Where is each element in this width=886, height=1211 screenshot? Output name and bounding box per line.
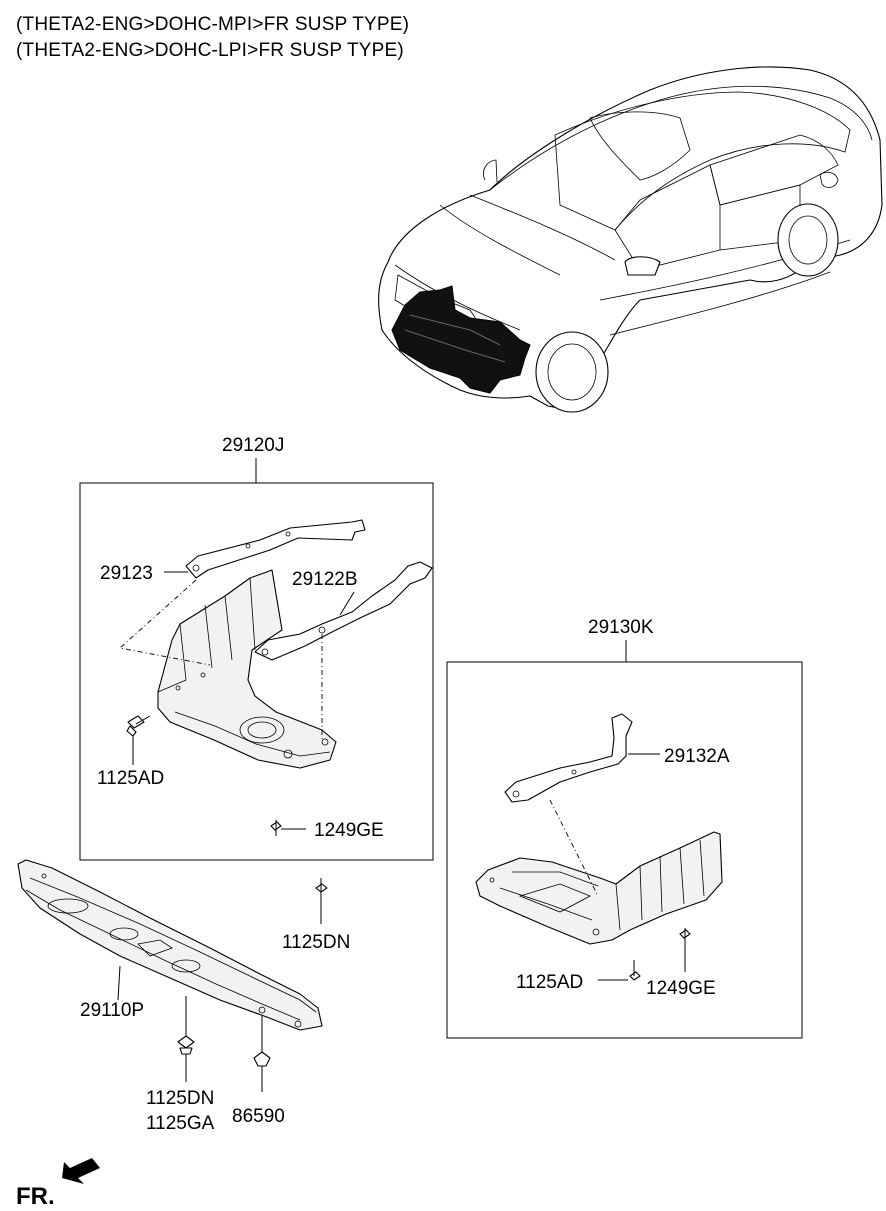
bracket-29132a [504, 713, 633, 803]
label-1125ga: 1125GA [146, 1113, 215, 1134]
label-1125dn-mid: 1125DN [282, 932, 350, 953]
header-line-1: (THETA2-ENG>DOHC-MPI>FR SUSP TYPE) [16, 14, 410, 35]
label-29132a: 29132A [664, 746, 730, 767]
label-1249ge-right: 1249GE [646, 978, 716, 999]
label-29122b: 29122B [292, 569, 358, 590]
bolt-1125dn-1125ga [177, 996, 195, 1082]
bracket-29122b [254, 561, 433, 661]
assembly-29130k: 29130K 29132A [446, 617, 803, 1039]
label-29123: 29123 [100, 563, 153, 584]
label-29110p: 29110P [80, 1000, 144, 1021]
label-1125ad-right: 1125AD [516, 972, 583, 993]
clip-86590 [253, 1016, 271, 1092]
bracket-29123 [185, 519, 366, 579]
label-29130k: 29130K [588, 617, 654, 638]
bolt-1125ad-left [126, 715, 151, 737]
bolt-1249ge-right [679, 928, 691, 944]
bolt-1125ad-right [629, 960, 641, 981]
assembly-29120j: 29120J 29123 29122B [79, 435, 434, 861]
label-1125ad-left: 1125AD [97, 768, 164, 789]
header-line-2: (THETA2-ENG>DOHC-LPI>FR SUSP TYPE) [16, 40, 404, 61]
bolt-1249ge-left [270, 820, 282, 836]
bolt-1125dn-mid: 1125DN [282, 878, 350, 953]
label-86590: 86590 [232, 1106, 285, 1127]
label-1125dn-bottom: 1125DN [146, 1088, 214, 1109]
label-29120j: 29120J [222, 435, 284, 456]
car-illustration [378, 66, 883, 413]
label-front-direction: FR. [16, 1183, 55, 1210]
under-cover-front-29110p [17, 859, 323, 1031]
under-cover-left [157, 569, 337, 769]
label-1249ge-left: 1249GE [314, 820, 384, 841]
under-cover-right [475, 831, 723, 945]
front-direction-arrow [62, 1158, 100, 1184]
